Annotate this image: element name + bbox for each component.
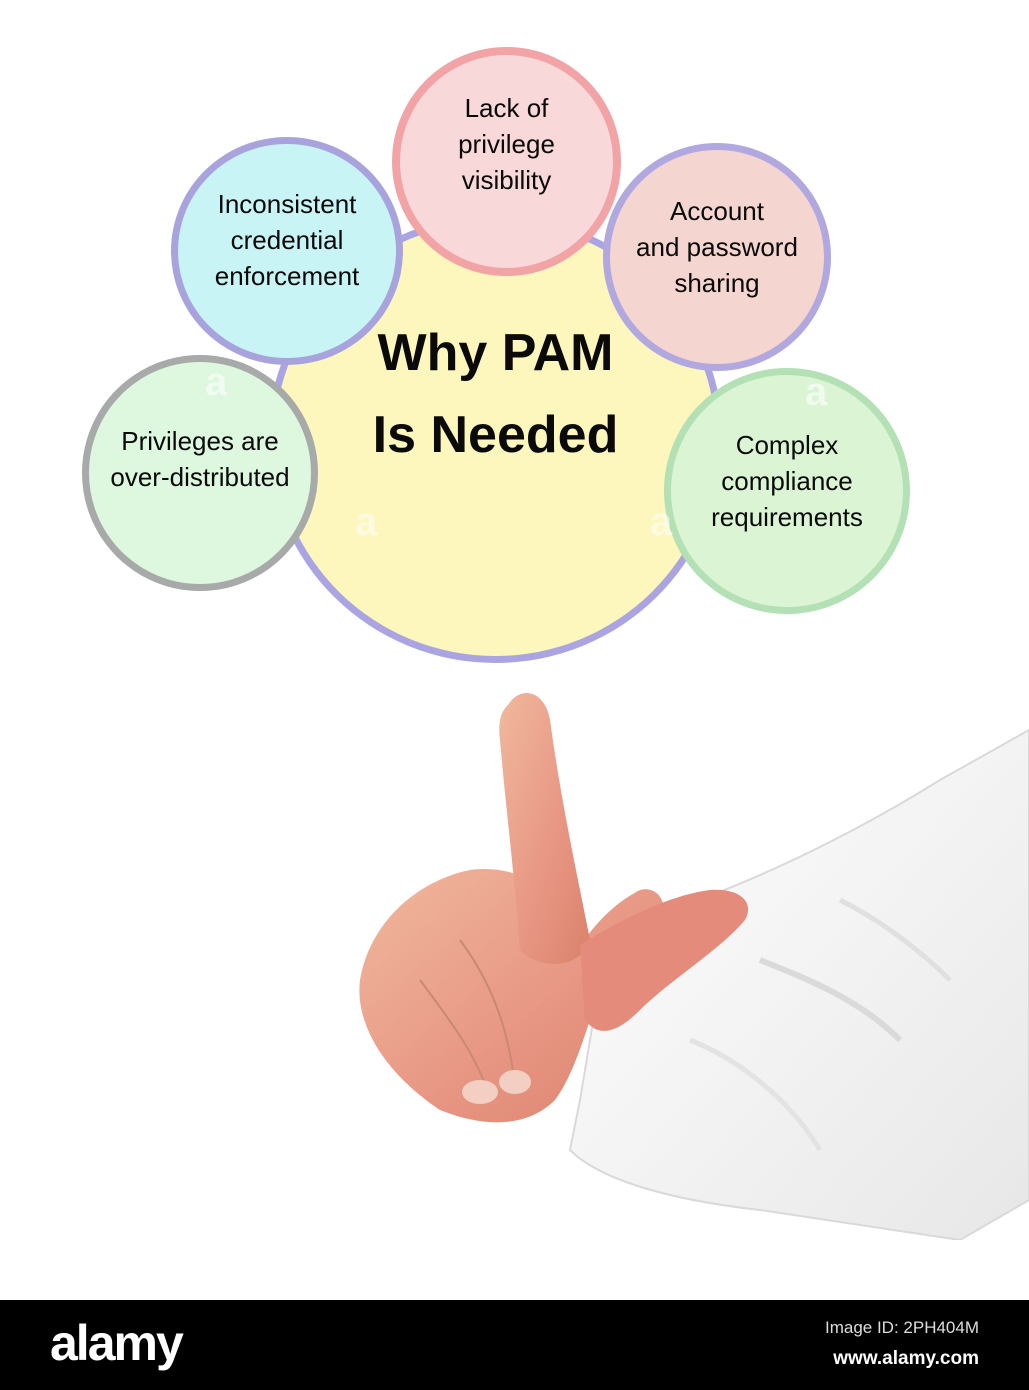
node-label: Privileges are over-distributed: [110, 426, 290, 492]
node-lack-of-privilege-visibility: Lack of privilege visibility: [392, 47, 621, 276]
center-title: Why PAM Is Needed: [372, 324, 619, 464]
alamy-logo: alamy: [50, 1315, 184, 1371]
node-label: Complex compliance requirements: [711, 430, 863, 532]
watermark: a: [355, 500, 378, 544]
watermark: a: [205, 360, 228, 404]
watermark: a: [650, 500, 673, 544]
node-inconsistent-credential-enforcement: Inconsistent credential enforcement: [171, 137, 403, 365]
footer-bar: alamy Image ID: 2PH404M www.alamy.com: [0, 1300, 1029, 1390]
site-url[interactable]: www.alamy.com: [833, 1348, 979, 1369]
node-label: Account and password sharing: [636, 196, 798, 298]
diagram-stage: Why PAM Is Needed Lack of privilege visi…: [82, 47, 1029, 1242]
node-label: Inconsistent credential enforcement: [214, 189, 360, 291]
watermark: a: [805, 370, 828, 414]
node-privileges-over-distributed: Privileges are over-distributed: [82, 355, 318, 591]
pointing-hand-photo: [340, 680, 1029, 1242]
node-complex-compliance-requirements: Complex compliance requirements: [664, 368, 910, 614]
image-id: Image ID: 2PH404M: [824, 1318, 979, 1337]
node-label: Lack of privilege visibility: [458, 92, 555, 195]
node-account-and-password-sharing: Account and password sharing: [603, 143, 831, 371]
